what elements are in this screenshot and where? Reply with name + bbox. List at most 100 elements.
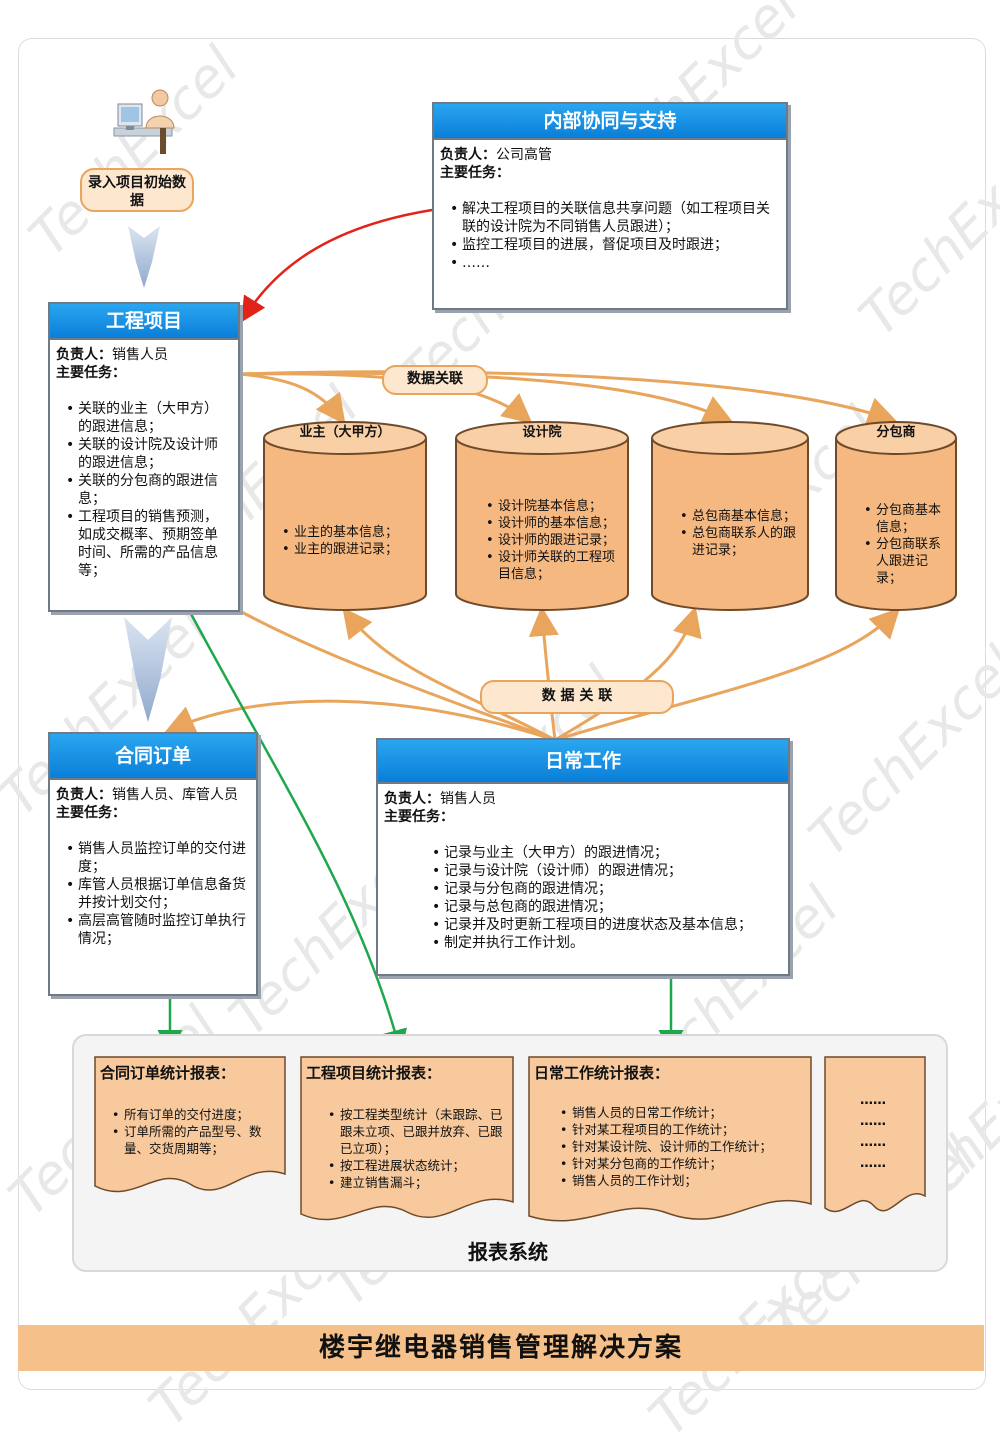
- tasks-label: 主要任务：: [56, 805, 126, 821]
- database-item: 分包商基本信息；: [862, 502, 952, 536]
- orange-arrow: [554, 606, 702, 742]
- project-report: 工程项目统计报表： 按工程类型统计（未跟踪、已跟未立项、已跟并放弃、已跟已立项）…: [300, 1056, 514, 1224]
- task-item: 解决工程项目的关联信息共享问题（如工程项目关联的设计院为不同销售人员跟进）；: [450, 200, 776, 236]
- report-item: 按工程进展状态统计；: [326, 1157, 506, 1174]
- owner-label: 负责人：: [56, 347, 112, 363]
- user-at-computer-icon: [113, 89, 175, 154]
- ellipsis-item: ……: [860, 1114, 886, 1129]
- report-item: 销售人员的日常工作统计；: [558, 1104, 808, 1121]
- database-item: 设计师的基本信息；: [484, 515, 624, 532]
- database-items: 业主的基本信息； 业主的跟进记录；: [280, 524, 420, 558]
- task-item: 关联的设计院及设计师的跟进信息；: [66, 436, 228, 472]
- report-items: 销售人员的日常工作统计； 针对某工程项目的工作统计； 针对某设计院、设计师的工作…: [558, 1104, 808, 1189]
- database-title: 分包商: [876, 425, 916, 440]
- database-title: 业主（大甲方）: [299, 425, 391, 440]
- footer-title: 楼宇继电器销售管理解决方案: [318, 1333, 683, 1363]
- database-item: 总包商基本信息；: [678, 508, 802, 525]
- owner-value: 公司高管: [496, 147, 552, 163]
- task-item: 销售人员监控订单的交付进度；: [66, 840, 246, 876]
- project-title: 工程项目: [50, 304, 238, 340]
- more-reports: …… …… …… ……: [824, 1056, 926, 1216]
- contract-order-title: 合同订单: [50, 734, 256, 780]
- report-title: 日常工作统计报表：: [534, 1064, 670, 1082]
- ellipsis-item: ……: [860, 1135, 886, 1150]
- orange-arrow: [164, 699, 556, 742]
- database-items: 总包商基本信息； 总包商联系人的跟进记录；: [678, 508, 802, 559]
- database-item: 设计师关联的工程项目信息；: [484, 549, 624, 583]
- report-item: 按工程类型统计（未跟踪、已跟未立项、已跟并放弃、已跟已立项）；: [326, 1106, 506, 1157]
- report-item: 销售人员的工作计划；: [558, 1172, 808, 1189]
- database-title: [650, 418, 810, 452]
- database-items: 分包商基本信息； 分包商联系人跟进记录；: [862, 502, 952, 587]
- owner-label: 负责人：: [440, 147, 496, 163]
- owner-value: 销售人员、库管人员: [112, 787, 238, 803]
- design-institute-database: 设计院 设计院基本信息； 设计师的基本信息； 设计师的跟进记录； 设计师关联的工…: [454, 418, 630, 614]
- red-arrow: [241, 208, 433, 323]
- footer-banner: 楼宇继电器销售管理解决方案: [18, 1325, 984, 1371]
- task-list: 关联的业主（大甲方）的跟进信息； 关联的设计院及设计师的跟进信息； 关联的分包商…: [50, 400, 238, 580]
- start-node: 录入项目初始数据: [80, 168, 194, 212]
- report-item: 针对某工程项目的工作统计；: [558, 1121, 808, 1138]
- database-items: 设计院基本信息； 设计师的基本信息； 设计师的跟进记录； 设计师关联的工程项目信…: [484, 498, 624, 583]
- document-shape: [824, 1056, 926, 1213]
- data-link-label: 数 据 关 联: [480, 680, 674, 714]
- report-title: 合同订单统计报表：: [100, 1064, 236, 1082]
- task-item: 记录与设计院（设计师）的跟进情况；: [432, 862, 778, 880]
- tasks-label: 主要任务：: [384, 809, 454, 825]
- daily-work-report: 日常工作统计报表： 销售人员的日常工作统计； 针对某工程项目的工作统计； 针对某…: [528, 1056, 812, 1226]
- ellipsis-item: ……: [860, 1093, 886, 1108]
- task-item: 记录与总包商的跟进情况；: [432, 898, 778, 916]
- task-item: ……: [450, 254, 776, 272]
- task-item: 关联的业主（大甲方）的跟进信息；: [66, 400, 228, 436]
- down-chevron-arrow: [124, 617, 172, 722]
- internal-coordination-title: 内部协同与支持: [434, 104, 786, 140]
- task-item: 监控工程项目的进展，督促项目及时跟进；: [450, 236, 776, 254]
- daily-work-title: 日常工作: [378, 740, 788, 784]
- database-item: 设计师的跟进记录；: [484, 532, 624, 549]
- orange-arrow: [554, 607, 901, 742]
- contract-report: 合同订单统计报表： 所有订单的交付进度； 订单所需的产品型号、数量、交货周期等；: [94, 1056, 286, 1196]
- database-item: 业主的跟进记录；: [280, 541, 420, 558]
- task-item: 记录与分包商的跟进情况；: [432, 880, 778, 898]
- task-item: 工程项目的销售预测，如成交概率、预期签单时间、所需的产品信息等；: [66, 508, 228, 580]
- orange-arrow: [237, 370, 898, 427]
- task-item: 库管人员根据订单信息备货并按计划交付；: [66, 876, 246, 912]
- task-item: 高层高管随时监控订单执行情况；: [66, 912, 246, 948]
- ellipsis-item: ……: [860, 1156, 886, 1171]
- report-item: 所有订单的交付进度；: [110, 1106, 278, 1123]
- green-arrow: [188, 611, 407, 1055]
- report-item: 建立销售漏斗；: [326, 1174, 506, 1191]
- task-list: 记录与业主（大甲方）的跟进情况； 记录与设计院（设计师）的跟进情况； 记录与分包…: [378, 844, 788, 952]
- start-label: 录入项目初始数据: [88, 175, 186, 209]
- data-link-label: 数据关联: [382, 365, 488, 395]
- database-item: 设计院基本信息；: [484, 498, 624, 515]
- general-contractor-database: 总包商基本信息； 总包商联系人的跟进记录；: [650, 418, 810, 614]
- owner-label: 负责人：: [56, 787, 112, 803]
- report-item: 针对某分包商的工作统计；: [558, 1155, 808, 1172]
- task-item: 制定并执行工作计划。: [432, 934, 778, 952]
- task-list: 解决工程项目的关联信息共享问题（如工程项目关联的设计院为不同销售人员跟进）； 监…: [434, 200, 786, 272]
- tasks-label: 主要任务：: [440, 165, 510, 181]
- report-items: 所有订单的交付进度； 订单所需的产品型号、数量、交货周期等；: [110, 1106, 278, 1157]
- task-item: 关联的分包商的跟进信息；: [66, 472, 228, 508]
- report-system-label: 报表系统: [468, 1240, 548, 1264]
- task-item: 记录并及时更新工程项目的进度状态及基本信息；: [432, 916, 778, 934]
- task-item: 记录与业主（大甲方）的跟进情况；: [432, 844, 778, 862]
- owner-database: 业主（大甲方） 业主的基本信息； 业主的跟进记录；: [262, 418, 428, 614]
- report-title: 工程项目统计报表：: [306, 1064, 442, 1082]
- database-title: 设计院: [522, 425, 562, 440]
- database-item: 分包商联系人跟进记录；: [862, 536, 952, 587]
- orange-arrow: [528, 606, 559, 741]
- tasks-label: 主要任务：: [56, 365, 126, 381]
- owner-value: 销售人员: [112, 347, 168, 363]
- task-list: 销售人员监控订单的交付进度； 库管人员根据订单信息备货并按计划交付； 高层高管随…: [50, 840, 256, 948]
- owner-value: 销售人员: [440, 791, 496, 807]
- orange-arrow: [342, 607, 556, 742]
- subcontractor-database: 分包商 分包商基本信息； 分包商联系人跟进记录；: [834, 418, 958, 614]
- owner-label: 负责人：: [384, 791, 440, 807]
- report-items: 按工程类型统计（未跟踪、已跟未立项、已跟并放弃、已跟已立项）； 按工程进展状态统…: [326, 1106, 506, 1191]
